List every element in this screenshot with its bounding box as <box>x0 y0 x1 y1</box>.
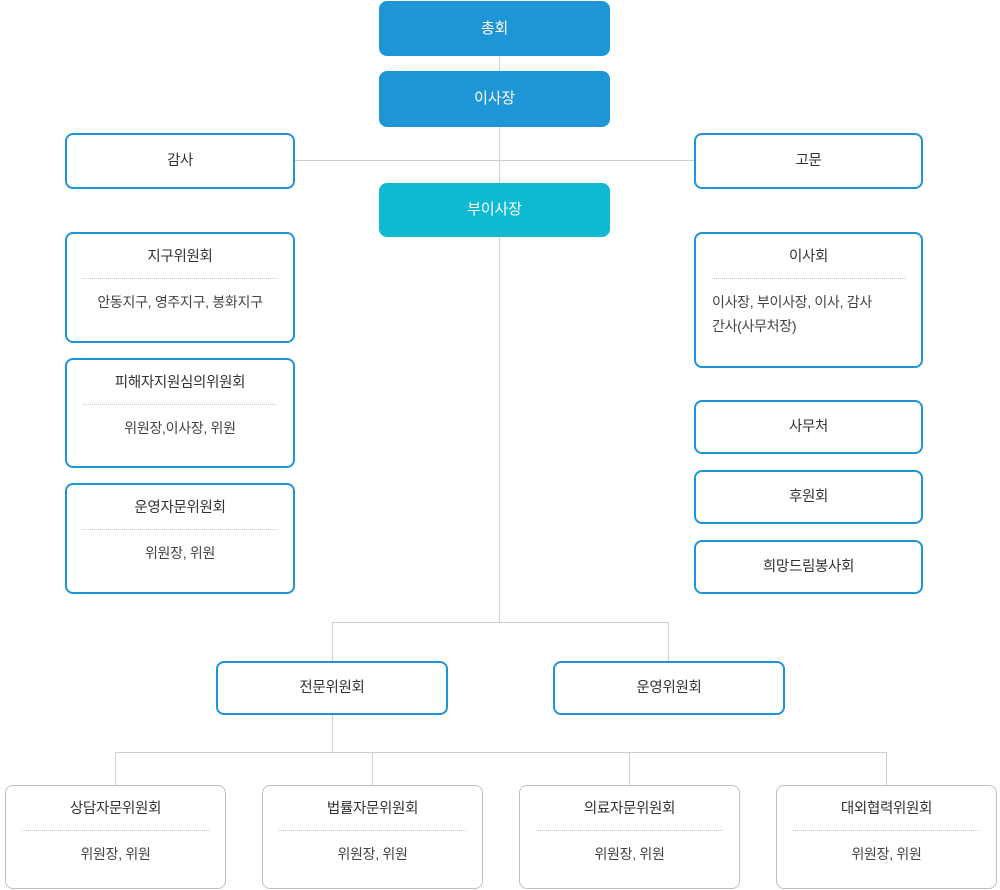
node-advisor-label: 고문 <box>795 152 822 169</box>
node-legal-advisory-committee-members: 위원장, 위원 <box>337 845 408 862</box>
node-advisor[interactable]: 고문 <box>694 133 923 189</box>
divider <box>279 829 466 832</box>
connector-expert-down <box>332 715 333 752</box>
divider <box>83 528 277 531</box>
node-operation-advisory-committee[interactable]: 운영자문위원회 위원장, 위원 <box>65 483 295 594</box>
node-expert-committee[interactable]: 전문위원회 <box>216 661 448 715</box>
divider <box>22 829 209 832</box>
node-counseling-advisory-committee[interactable]: 상담자문위원회 위원장, 위원 <box>5 785 226 889</box>
node-victim-support-review-committee[interactable]: 피해자지원심의위원회 위원장,이사장, 위원 <box>65 358 295 468</box>
connector-bar-to-expert <box>332 622 333 661</box>
node-external-cooperation-committee-members: 위원장, 위원 <box>851 845 922 862</box>
node-operation-advisory-committee-members: 위원장, 위원 <box>144 544 216 561</box>
divider <box>83 403 277 406</box>
connector-assembly-to-chairman <box>499 56 500 71</box>
node-board-of-directors-members-line2: 간사(사무처장) <box>712 317 797 334</box>
connector-subcommittee-bar <box>115 752 887 753</box>
node-counseling-advisory-committee-members: 위원장, 위원 <box>80 845 151 862</box>
node-supporters-association-label: 후원회 <box>788 488 829 505</box>
connector-bar-to-legal <box>372 752 373 785</box>
node-external-cooperation-committee-label: 대외협력위원회 <box>840 801 933 817</box>
connector-vice-trunk-down <box>499 237 500 622</box>
node-steering-committee-label: 운영위원회 <box>636 679 702 696</box>
node-hope-dream-volunteer-group-label: 희망드림봉사회 <box>762 558 855 575</box>
node-chairman[interactable]: 이사장 <box>379 71 610 127</box>
divider <box>83 277 277 280</box>
node-general-assembly[interactable]: 총회 <box>379 1 610 56</box>
node-vice-chairman[interactable]: 부이사장 <box>379 183 610 237</box>
connector-auditor-advisor-bar <box>295 160 694 161</box>
node-medical-advisory-committee-label: 의료자문위원회 <box>583 801 676 817</box>
node-auditor[interactable]: 감사 <box>65 133 295 189</box>
node-district-committee[interactable]: 지구위원회 안동지구, 영주지구, 봉화지구 <box>65 232 295 343</box>
node-secretariat[interactable]: 사무처 <box>694 400 923 454</box>
connector-committee-bar <box>332 622 668 623</box>
node-auditor-label: 감사 <box>166 152 194 169</box>
node-medical-advisory-committee[interactable]: 의료자문위원회 위원장, 위원 <box>519 785 740 889</box>
node-board-of-directors-members-line1: 이사장, 부이사장, 이사, 감사 <box>712 293 872 310</box>
node-victim-support-review-committee-members: 위원장,이사장, 위원 <box>124 419 236 436</box>
node-legal-advisory-committee[interactable]: 법률자문위원회 위원장, 위원 <box>262 785 483 889</box>
node-board-of-directors[interactable]: 이사회 이사장, 부이사장, 이사, 감사 간사(사무처장) <box>694 232 923 368</box>
connector-chairman-to-vice <box>499 127 500 183</box>
node-chairman-label: 이사장 <box>474 90 515 108</box>
node-expert-committee-label: 전문위원회 <box>299 679 365 696</box>
node-legal-advisory-committee-label: 법률자문위원회 <box>326 801 419 817</box>
node-victim-support-review-committee-label: 피해자지원심의위원회 <box>114 375 246 391</box>
node-district-committee-label: 지구위원회 <box>147 249 213 265</box>
connector-bar-to-external <box>886 752 887 785</box>
node-operation-advisory-committee-label: 운영자문위원회 <box>134 500 226 516</box>
node-steering-committee[interactable]: 운영위원회 <box>553 661 785 715</box>
node-medical-advisory-committee-members: 위원장, 위원 <box>594 845 665 862</box>
connector-bar-to-counseling <box>115 752 116 785</box>
divider <box>536 829 723 832</box>
node-general-assembly-label: 총회 <box>480 19 509 37</box>
node-hope-dream-volunteer-group[interactable]: 희망드림봉사회 <box>694 540 923 594</box>
divider <box>793 829 980 832</box>
node-secretariat-label: 사무처 <box>788 418 829 435</box>
connector-bar-to-steering <box>668 622 669 661</box>
node-vice-chairman-label: 부이사장 <box>467 201 522 219</box>
node-counseling-advisory-committee-label: 상담자문위원회 <box>69 801 162 817</box>
connector-bar-to-medical <box>629 752 630 785</box>
node-supporters-association[interactable]: 후원회 <box>694 470 923 524</box>
node-district-committee-members: 안동지구, 영주지구, 봉화지구 <box>97 293 263 310</box>
divider <box>712 277 905 280</box>
node-board-of-directors-label: 이사회 <box>788 249 829 265</box>
node-external-cooperation-committee[interactable]: 대외협력위원회 위원장, 위원 <box>776 785 997 889</box>
